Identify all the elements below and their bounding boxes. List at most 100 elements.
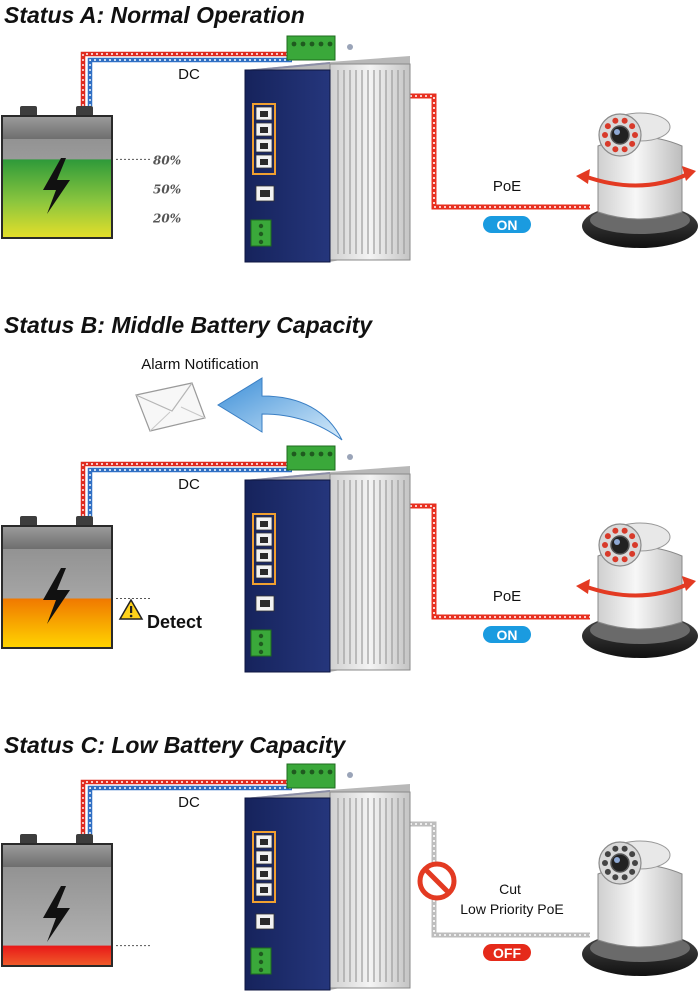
ir-led [632, 860, 638, 866]
switch-heatsink [329, 473, 411, 671]
ir-led [604, 851, 611, 858]
poe-state-label: ON [497, 627, 518, 643]
rotation-arrowhead-left [576, 579, 590, 594]
rotation-arrowhead-right [682, 166, 696, 181]
ethernet-port-socket [260, 855, 268, 861]
terminal-screw [258, 649, 264, 655]
port-group-outline [252, 103, 276, 175]
ir-led [629, 550, 636, 557]
ethernet-port-socket [260, 159, 268, 165]
ground-screw [347, 44, 353, 50]
lightning-icon [43, 158, 70, 214]
ir-led [604, 868, 611, 875]
ethernet-port-socket [260, 569, 268, 575]
ir-led [612, 845, 619, 852]
terminal-screw [258, 223, 264, 229]
camera-lens [610, 125, 630, 145]
alarm-notification-label: Alarm Notification [141, 356, 259, 373]
poe-state-badge [483, 944, 531, 961]
ir-led [632, 132, 638, 138]
ir-led [604, 550, 611, 557]
dc-cable-pattern [89, 787, 292, 834]
terminal-screw [258, 641, 264, 647]
battery-level-label: 80% [153, 153, 181, 167]
ir-led [621, 556, 628, 563]
status-c-title: Status C: Low Battery Capacity [4, 732, 346, 758]
lightning-icon [43, 568, 70, 624]
cut-label: Cut [499, 881, 521, 897]
dc-terminal-screw [300, 769, 306, 775]
dc-cable-pattern [82, 781, 292, 834]
dc-terminal-screw [309, 451, 315, 457]
ir-led [604, 140, 611, 147]
ir-led [629, 123, 636, 130]
poe-cable-pattern [410, 505, 590, 618]
port-group-outline [252, 831, 276, 903]
battery-charge-fill [3, 945, 111, 965]
ground-screw [347, 454, 353, 460]
console-port-socket [260, 190, 270, 197]
ethernet-port-socket [260, 839, 268, 845]
dc-terminal-screw [318, 769, 324, 775]
ethernet-port-socket [260, 537, 268, 543]
dc-terminal-screw [318, 451, 324, 457]
prohibited-icon-slash [423, 867, 451, 895]
ir-led [612, 527, 619, 534]
ir-led [612, 146, 619, 153]
dc-power-terminal [286, 35, 336, 61]
terminal-screw [258, 951, 264, 957]
poe-label: Low Priority PoE [460, 901, 563, 917]
envelope-icon [135, 382, 206, 432]
ir-led [604, 533, 611, 540]
dc-terminal-screw [291, 41, 297, 47]
battery-top [3, 845, 111, 867]
camera-lens [610, 535, 630, 555]
switch-heatsink [329, 791, 411, 989]
battery-top [3, 527, 111, 549]
poe-label: PoE [493, 178, 521, 195]
ir-led [621, 874, 628, 881]
dc-terminal-screw [327, 41, 333, 47]
ir-led [602, 860, 608, 866]
battery-level-label: 20% [152, 212, 181, 226]
camera-lens [610, 853, 630, 873]
dc-terminal-screw [300, 451, 306, 457]
lens-glint [614, 129, 620, 135]
dc-terminal-screw [300, 41, 306, 47]
poe-state-badge [483, 626, 531, 643]
ir-led [621, 117, 628, 124]
ir-led [629, 851, 636, 858]
poe-cable-pattern [410, 823, 590, 936]
battery-level-label: 50% [153, 183, 181, 197]
notification-arrow [217, 377, 343, 441]
status-section [1, 35, 698, 263]
lens-glint [614, 539, 620, 545]
poe-state-label: OFF [493, 945, 521, 961]
ir-led [602, 132, 608, 138]
ground-screw [347, 772, 353, 778]
dc-cable-pattern [82, 53, 292, 106]
ethernet-port-socket [260, 871, 268, 877]
dc-terminal-screw [309, 769, 315, 775]
ir-led [612, 117, 619, 124]
detect-label: Detect [147, 612, 202, 632]
poe-state-badge [483, 216, 531, 233]
dc-terminal-screw [291, 769, 297, 775]
ir-led [621, 527, 628, 534]
dc-terminal-screw [327, 451, 333, 457]
envelope-flap [135, 382, 193, 412]
lightning-icon [43, 886, 70, 942]
status-a-title: Status A: Normal Operation [4, 2, 305, 28]
poe-cable-pattern [410, 95, 590, 208]
ir-led [621, 146, 628, 153]
warning-icon-bar [130, 606, 133, 613]
ethernet-port-socket [260, 887, 268, 893]
ethernet-port-socket [260, 111, 268, 117]
terminal-screw [258, 239, 264, 245]
dc-cable-pattern [82, 463, 292, 516]
rotation-arrow [583, 172, 689, 188]
terminal-screw [258, 231, 264, 237]
